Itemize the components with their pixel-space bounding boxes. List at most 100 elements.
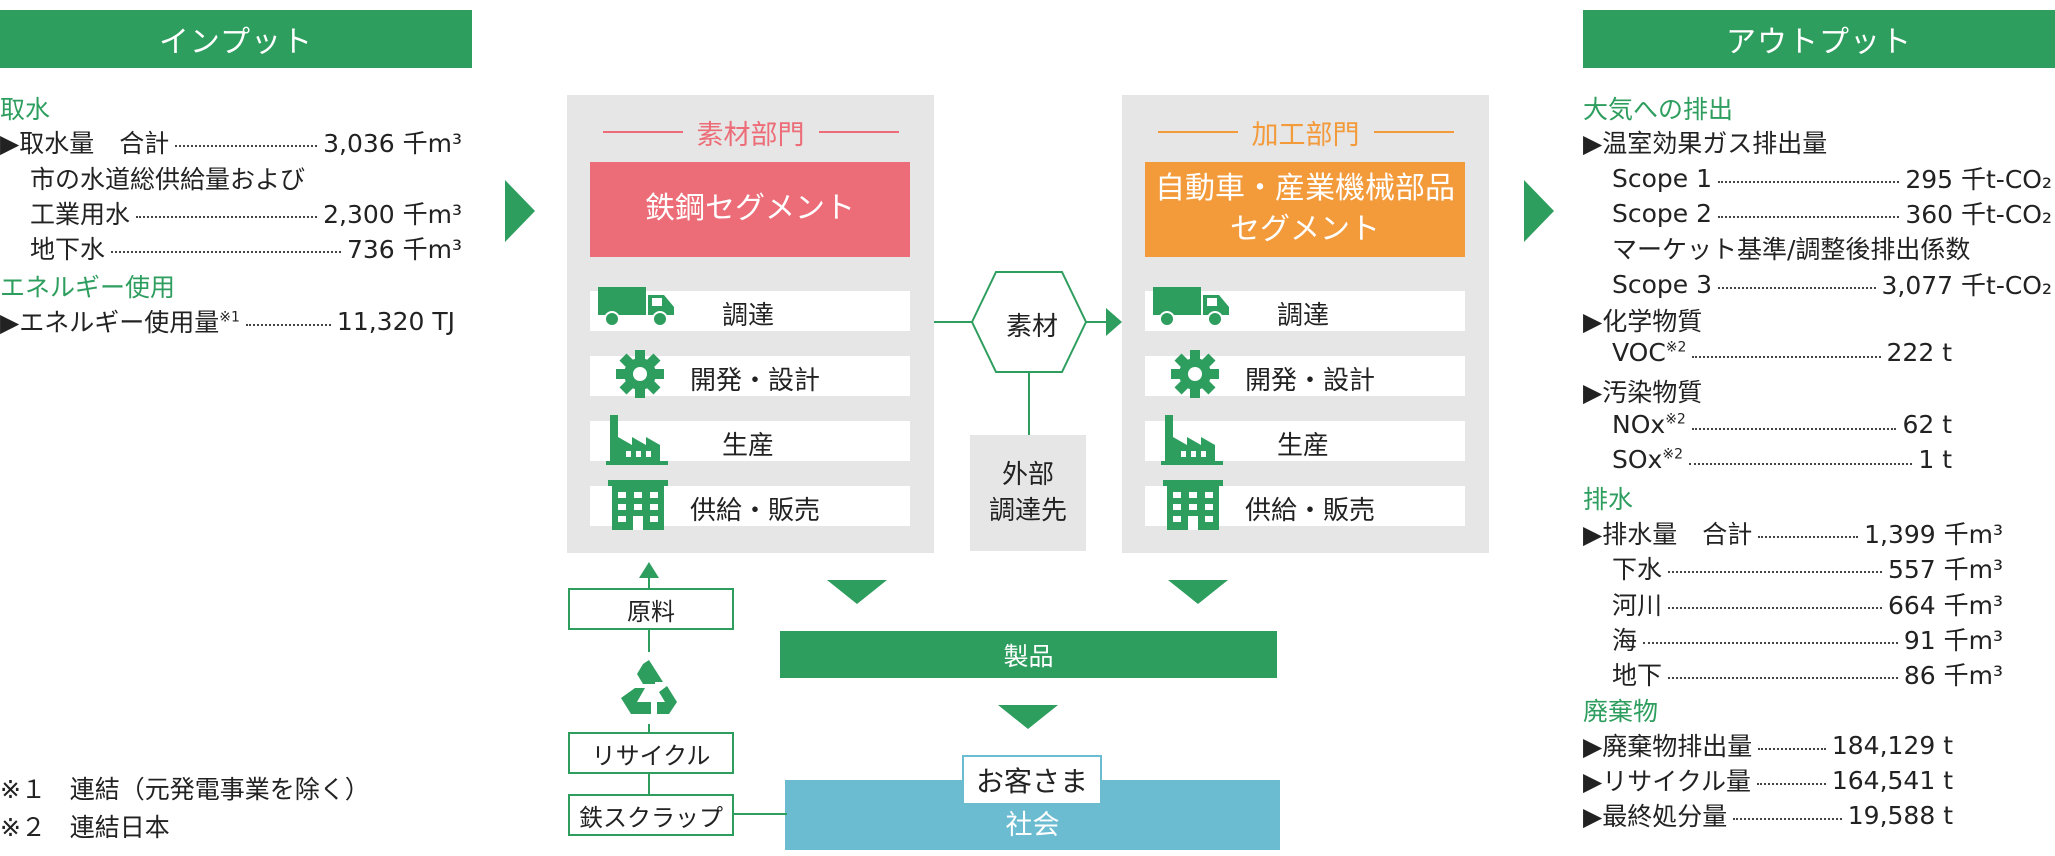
sea-value: 91 千m³ bbox=[1903, 626, 2003, 655]
processing-activity-label: 生産 bbox=[1277, 431, 1330, 461]
water-supply-label-1: 市の水道総供給量および bbox=[30, 165, 306, 194]
scope1-value: 295 千t-CO₂ bbox=[1905, 165, 2052, 194]
groundwater-value: 736 千m³ bbox=[346, 235, 462, 264]
scope2-value: 360 千t-CO₂ bbox=[1905, 200, 2052, 229]
leader-dots bbox=[1718, 181, 1900, 183]
drainage-category: 排水 bbox=[1583, 485, 1634, 514]
note-2: ※２ 連結日本 bbox=[0, 808, 170, 844]
auto-machinery-segment-line1: 自動車・産業機械部品 bbox=[1155, 171, 1455, 206]
processing-activity-1: 調達 bbox=[1145, 287, 1465, 331]
output-arrow-icon bbox=[1524, 180, 1554, 242]
scope2-note: マーケット基準/調整後排出係数 bbox=[1612, 235, 1971, 264]
scope1-label: Scope 1 bbox=[1612, 163, 1713, 193]
sewer-row: 下水 557 千m³ bbox=[1612, 550, 2003, 586]
sea-label: 海 bbox=[1612, 626, 1638, 655]
chemicals-label: ▶化学物質 bbox=[1583, 307, 1703, 336]
external-supplier-line1: 外部 bbox=[1001, 459, 1054, 490]
sewer-label: 下水 bbox=[1612, 555, 1663, 584]
customer-box: お客さま bbox=[962, 755, 1102, 805]
down-arrow-icon bbox=[827, 580, 887, 604]
materials-activity-2: 開発・設計 bbox=[590, 350, 910, 398]
factory-icon bbox=[1161, 413, 1227, 474]
waste-recycle-row: ▶リサイクル量 164,541 t bbox=[1583, 762, 1953, 798]
customer-label: お客さま bbox=[975, 765, 1088, 798]
water-supply-label-2: 工業用水 bbox=[30, 200, 131, 229]
sox-row: SOx※2 1 t bbox=[1612, 445, 1952, 474]
leader-dots bbox=[1668, 607, 1882, 609]
voc-row: VOC※2 222 t bbox=[1612, 338, 1952, 367]
input-arrow-icon bbox=[505, 180, 535, 242]
processing-dept-label: 加工部門 bbox=[1251, 119, 1360, 151]
recycle-label: リサイクル bbox=[591, 741, 711, 770]
underground-label: 地下 bbox=[1612, 661, 1663, 690]
output-header-label: アウトプット bbox=[1726, 25, 1912, 60]
materials-dept-title: 素材部門 bbox=[567, 112, 934, 152]
sewer-value: 557 千m³ bbox=[1887, 555, 2003, 584]
waste-emit-label: ▶廃棄物排出量 bbox=[1583, 732, 1753, 761]
note-1: ※１ 連結（元発電事業を除く） bbox=[0, 770, 370, 806]
energy-value: 11,320 TJ bbox=[336, 306, 455, 336]
steel-segment: 鉄鋼セグメント bbox=[590, 162, 910, 257]
raw-material-label: 原料 bbox=[627, 597, 675, 626]
divider bbox=[818, 131, 899, 133]
sea-row: 海 91 千m³ bbox=[1612, 621, 2003, 657]
leader-dots bbox=[1668, 677, 1898, 679]
note-1-mark: ※１ bbox=[0, 775, 46, 804]
waste-final-label: ▶最終処分量 bbox=[1583, 802, 1728, 831]
leader-dots bbox=[175, 145, 318, 147]
building-icon bbox=[1161, 478, 1225, 539]
gear-icon bbox=[1167, 348, 1223, 407]
water-intake-total-label: ▶取水量 合計 bbox=[0, 129, 170, 158]
auto-machinery-segment-line2: セグメント bbox=[1230, 211, 1380, 247]
waste-category: 廃棄物 bbox=[1583, 697, 1659, 726]
leader-dots bbox=[1692, 355, 1881, 358]
voc-value: 222 t bbox=[1886, 338, 1952, 367]
down-arrow-icon bbox=[1168, 580, 1228, 604]
leader-dots bbox=[111, 251, 341, 253]
processing-activity-label: 開発・設計 bbox=[1245, 366, 1376, 396]
divider bbox=[1157, 131, 1238, 133]
water-supply-row: 工業用水 2,300 千m³ bbox=[30, 195, 462, 231]
external-supplier-line2: 調達先 bbox=[988, 496, 1067, 526]
water-intake-total-value: 3,036 千m³ bbox=[323, 129, 462, 158]
nox-value: 62 t bbox=[1902, 410, 1952, 439]
truck-icon bbox=[1151, 283, 1233, 334]
divider bbox=[1373, 131, 1454, 133]
leader-dots bbox=[1733, 818, 1842, 820]
air-emission-category: 大気への排出 bbox=[1583, 95, 1734, 124]
leader-dots bbox=[1758, 536, 1859, 538]
external-supplier-box: 外部 調達先 bbox=[970, 435, 1086, 551]
leader-dots bbox=[1691, 427, 1897, 430]
society-label: 社会 bbox=[1005, 810, 1060, 841]
note-1-text: 連結（元発電事業を除く） bbox=[69, 775, 370, 804]
river-label: 河川 bbox=[1612, 591, 1663, 620]
down-arrow-icon bbox=[998, 705, 1058, 729]
raw-material-box: 原料 bbox=[568, 588, 734, 630]
product-label: 製品 bbox=[1003, 641, 1054, 671]
note-2-text: 連結日本 bbox=[69, 813, 170, 842]
water-supply-value: 2,300 千m³ bbox=[323, 200, 462, 229]
waste-emit-value: 184,129 t bbox=[1831, 730, 1953, 760]
scope2-row: Scope 2 360 千t-CO₂ bbox=[1612, 195, 2052, 231]
materials-dept-label: 素材部門 bbox=[696, 119, 805, 151]
sox-value: 1 t bbox=[1918, 445, 1952, 474]
factory-icon bbox=[606, 413, 672, 474]
scope3-row: Scope 3 3,077 千t-CO₂ bbox=[1612, 266, 2052, 302]
energy-note-mark: ※1 bbox=[219, 309, 240, 326]
iron-scrap-label: 鉄スクラップ bbox=[579, 803, 723, 832]
output-header: アウトプット bbox=[1583, 10, 2055, 68]
drainage-total-value: 1,399 千m³ bbox=[1864, 520, 2003, 549]
materials-activity-label: 供給・販売 bbox=[690, 496, 821, 526]
underground-value: 86 千m³ bbox=[1903, 661, 2003, 690]
recycle-connector bbox=[639, 562, 787, 815]
ghg-label: ▶温室効果ガス排出量 bbox=[1583, 129, 1828, 158]
pollutants-label: ▶汚染物質 bbox=[1583, 378, 1703, 407]
waste-final-value: 19,588 t bbox=[1847, 800, 1953, 830]
voc-label: VOC※2 bbox=[1612, 338, 1687, 367]
processing-activity-2: 開発・設計 bbox=[1145, 350, 1465, 398]
waste-emit-row: ▶廃棄物排出量 184,129 t bbox=[1583, 727, 1953, 763]
energy-label: ▶エネルギー使用量※1 bbox=[0, 308, 240, 337]
leader-dots bbox=[1756, 783, 1826, 785]
processing-activity-4: 供給・販売 bbox=[1145, 480, 1465, 530]
leader-dots bbox=[245, 324, 331, 326]
